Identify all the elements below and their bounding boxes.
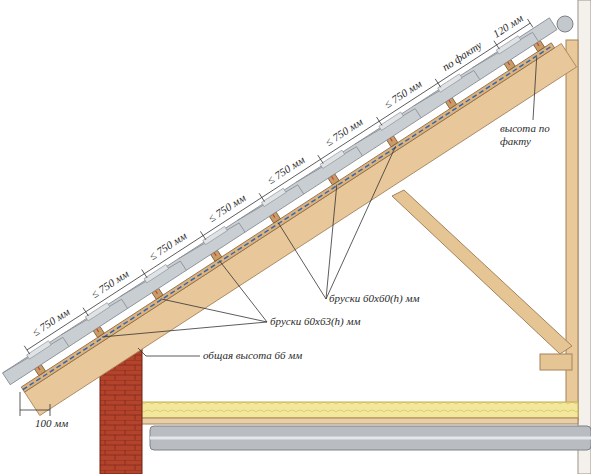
dimension-text: 120 мм (491, 11, 526, 40)
counter-batten (21, 43, 554, 392)
note-text: высота по факту (500, 122, 564, 147)
dimension-text: ≤ 750 мм (323, 115, 365, 149)
dimension-text: ≤ 750 мм (147, 229, 189, 263)
leader-line (138, 348, 146, 356)
dimension-text: ≤ 750 мм (30, 306, 72, 340)
leader-line (533, 57, 537, 120)
leader-line (278, 223, 326, 299)
tile-ridge (261, 188, 286, 206)
tile-joint (3, 335, 69, 385)
dimension-text: 100 мм (35, 417, 68, 430)
dimension-tick (259, 193, 264, 201)
leader-line (219, 261, 267, 322)
part-label: бруски 60х63(h) мм (270, 315, 361, 328)
extension-line (20, 392, 21, 404)
dimension-tick (494, 41, 499, 49)
leader-line (102, 322, 267, 337)
tile-ridge (320, 150, 345, 168)
tiles (3, 18, 557, 385)
dimension-tick (142, 269, 147, 277)
leader-line (326, 184, 337, 299)
leader-line (326, 146, 396, 299)
ceiling-beam (150, 426, 591, 450)
note-text: общая высота 66 мм (203, 349, 302, 362)
tile-ridge (203, 226, 228, 244)
dimension-tick (24, 346, 29, 354)
ridge-cap (557, 16, 573, 32)
dimension-tick (377, 117, 382, 125)
dimension-tick (435, 79, 440, 87)
leader-line (146, 356, 200, 357)
roof-slope (1, 16, 579, 420)
tile-ridge (379, 112, 404, 130)
ceiling-board (140, 418, 578, 424)
tile-ridge (438, 74, 463, 92)
beam-highlight (150, 437, 591, 440)
tile-ridge (85, 303, 110, 321)
right-wall (578, 0, 591, 474)
dimension-tick (50, 404, 51, 416)
part-label: бруски 60х60(h) мм (329, 292, 420, 305)
dimension-text: ≤ 750 мм (265, 153, 307, 187)
dimension-lines (20, 19, 537, 416)
dimension-tick (527, 19, 532, 27)
dimension-tick (318, 155, 323, 163)
tile-ridge (27, 341, 52, 359)
dimension-line (27, 23, 530, 350)
rafter (25, 43, 577, 415)
dimension-line (20, 410, 50, 411)
dimension-tick (20, 404, 21, 416)
insulation (140, 402, 578, 418)
dimension-text: ≤ 750 мм (89, 268, 131, 302)
dimension-text: ≤ 750 мм (206, 191, 248, 225)
tile-ridge (144, 265, 169, 283)
leader-line (161, 299, 267, 322)
dimension-text: по факту (440, 38, 484, 73)
dimension-tick (83, 308, 88, 316)
dimension-text: ≤ 750 мм (382, 77, 424, 111)
collar-block (540, 354, 572, 370)
membrane (23, 45, 553, 389)
strut (392, 190, 572, 354)
dimension-tick (200, 231, 205, 239)
